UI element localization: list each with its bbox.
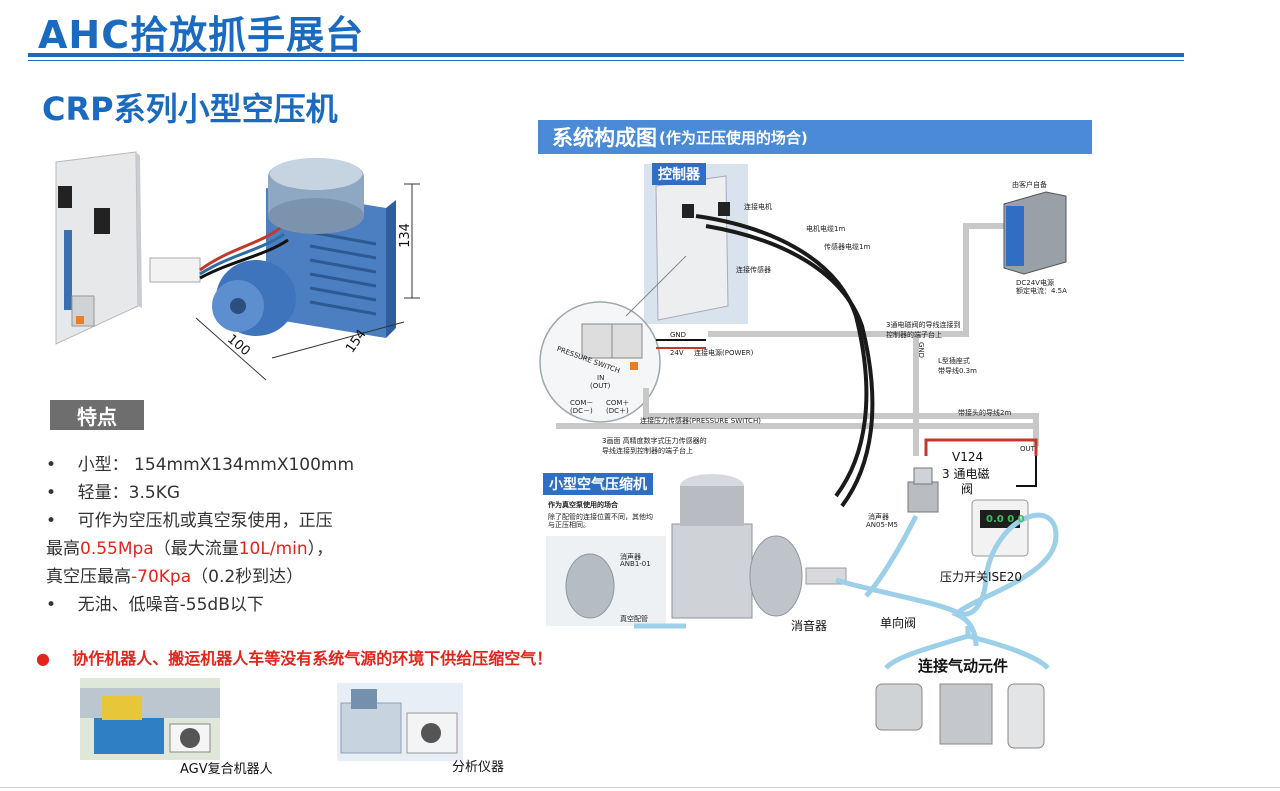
bullet-icon: • [46, 483, 78, 503]
pneumatic-components-image [875, 683, 1045, 749]
label-valve-2: 3 通电磁 [942, 467, 990, 481]
psu-image [1003, 191, 1067, 275]
label-sensor-cable: 传感器电缆1m [824, 243, 871, 251]
compressor-image [149, 158, 396, 338]
label-silencer-anb-1: 消声器 [620, 553, 641, 561]
system-compressor-image [671, 474, 847, 619]
label-pneumatic-components: 连接气动元件 [918, 657, 1009, 675]
feature-vacuum: 真空压最高-70Kpa（0.2秒到达） [46, 567, 304, 587]
label-l-type-2: 带导线0.3m [938, 367, 977, 375]
label-vacuum-piping: 真空配管 [620, 615, 648, 623]
label-valve-wire-2: 控制器的端子台上 [886, 331, 942, 339]
label-in: IN [597, 374, 605, 382]
label-sensor-wire-1: 3画面 高精度数字式压力传感器的 [602, 437, 707, 445]
label-silencer-an-2: AN05-M5 [866, 521, 898, 529]
feature-noise: • 无油、低噪音-55dB以下 [46, 595, 264, 615]
label-customer-supply: 由客户自备 [1012, 181, 1047, 189]
label-vacuum-title: 作为真空泵使用的场合 [548, 501, 618, 509]
feature-size: • 小型： 154mmX134mmX100mm [46, 455, 355, 475]
controller-tag: 控制器 [652, 163, 706, 185]
controller-image [55, 151, 142, 345]
label-24v: 24V [670, 349, 684, 357]
label-vacuum-note-1: 除了配管的连接位置不同，其他均 [548, 513, 653, 521]
feature-pressure: 最高0.55Mpa（最大流量10L/min）， [46, 539, 334, 559]
label-com-plus: COM＋ [606, 399, 630, 407]
label-com-minus: COM－ [570, 399, 594, 407]
label-dc-minus: (DC－) [570, 407, 593, 415]
label-valve-wire-1: 3通电磁阀的导线连接到 [886, 321, 961, 329]
label-valve-1: V124 [952, 450, 984, 464]
label-out: OUT [1020, 445, 1035, 453]
label-lead-2m: 带接头的导线2m [958, 409, 1012, 417]
label-silencer-anb-2: ANB1-01 [620, 560, 651, 568]
compressor-tag: 小型空气压缩机 [543, 473, 653, 495]
label-dc-plus: (DC＋) [606, 407, 629, 415]
system-heading-bar: 系统构成图(作为正压使用的场合) [538, 120, 1092, 154]
label-gnd-vertical: GND [917, 341, 926, 359]
label-connect-motor: 连接电机 [744, 203, 772, 211]
application-label-analyzer: 分析仪器 [452, 760, 505, 775]
feature-dual-use: • 可作为空压机或真空泵使用，正压 [46, 511, 333, 531]
feature-weight: • 轻量：3.5KG [46, 483, 181, 503]
system-diagram [539, 164, 1067, 749]
red-bullet-icon: ● [36, 649, 73, 668]
page-title: AHC拾放抓手展台 [38, 13, 365, 57]
label-sensor-wire-2: 导线连接到控制器的端子台上 [602, 447, 693, 455]
product-illustration [55, 151, 420, 381]
application-label-agv: AGV复合机器人 [180, 762, 273, 777]
label-power-cable: 连接电源(POWER) [694, 349, 754, 357]
features-badge: 特点 [50, 400, 144, 430]
agv-robot-image [80, 678, 220, 760]
title-rule [28, 53, 1184, 57]
dimension-height: 134 [397, 223, 413, 248]
bullet-icon: • [46, 455, 78, 475]
pressure-display-value: 0.0 0 0 [986, 514, 1025, 525]
label-muffler: 消音器 [791, 619, 828, 633]
label-vacuum-note-2: 与正压相同。 [548, 521, 590, 529]
analyzer-image [337, 683, 463, 761]
label-gnd: GND [670, 331, 687, 339]
label-valve-3: 阀 [961, 482, 974, 496]
label-psu-line1: DC24V电源 [1016, 279, 1054, 287]
label-out-bracket: (OUT) [590, 382, 611, 390]
label-pressure-switch: 压力开关ISE20 [940, 570, 1023, 584]
label-pressure-cable: 连接压力传感器(PRESSURE SWITCH) [640, 417, 761, 425]
label-l-type-1: L型插座式 [938, 357, 970, 365]
bullet-icon: • [46, 511, 78, 531]
label-motor-cable: 电机电缆1m [806, 225, 846, 233]
bullet-icon: • [46, 595, 78, 615]
label-silencer-an-1: 消声器 [868, 513, 889, 521]
label-connect-sensor: 连接传感器 [736, 266, 771, 274]
highlight-statement: ● 协作机器人、搬运机器人车等没有系统气源的环境下供给压缩空气！ [36, 649, 553, 668]
label-check-valve: 单向阀 [880, 616, 917, 630]
footer-rule [0, 787, 1280, 788]
title-rule-thin [28, 60, 1184, 61]
label-psu-line2: 额定电流：4.5A [1016, 287, 1067, 295]
section-subtitle: CRP系列小型空压机 [42, 90, 338, 128]
